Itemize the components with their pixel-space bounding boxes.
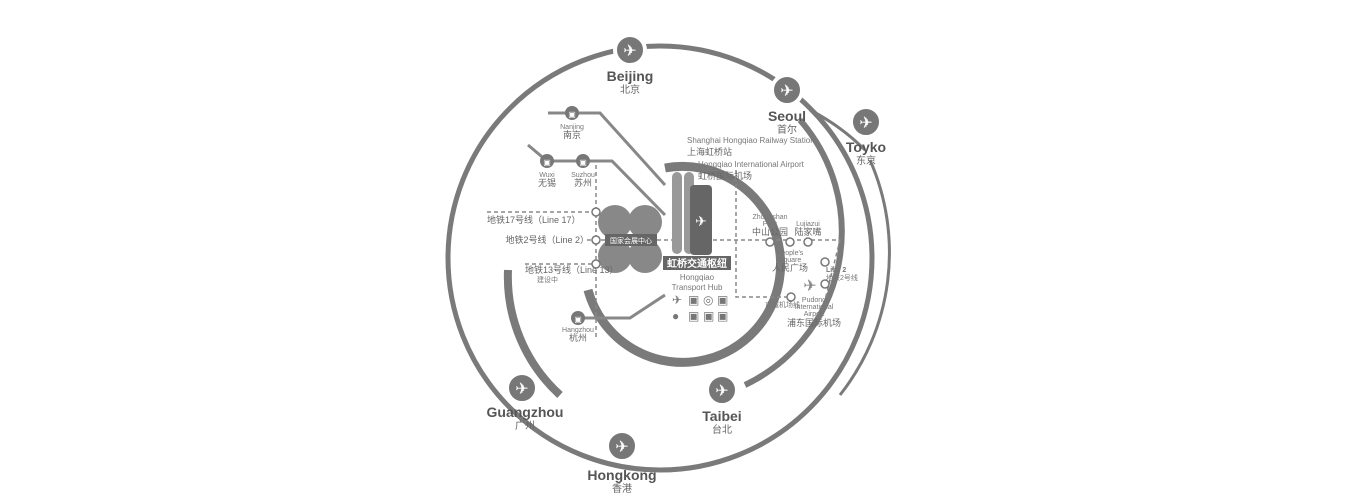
airport-seoul: ✈ Seoul 首尔 xyxy=(768,73,806,136)
airport-cn-label: 虹桥国际机场 xyxy=(698,170,752,181)
station-label: Suzhou xyxy=(571,172,595,179)
svg-text:香港: 香港 xyxy=(612,483,632,495)
airport-line-label: 市域机场线 xyxy=(765,300,800,309)
expo-label-bg xyxy=(605,234,657,246)
svg-text:Toyko: Toyko xyxy=(846,139,886,155)
stop-label: Lujiazui xyxy=(796,221,820,228)
inner-ring-right-arc xyxy=(743,118,845,388)
stop-label: Park xyxy=(763,221,778,228)
airport-taibei: ✈ Taibei 台北 xyxy=(702,373,742,436)
airport-hongkong: ✈ Hongkong 香港 xyxy=(587,429,657,495)
svg-text:●: ● xyxy=(672,309,679,323)
svg-text:▣: ▣ xyxy=(717,293,728,307)
airport-guangzhou: ✈ Guangzhou 广州 xyxy=(487,371,564,432)
svg-text:北京: 北京 xyxy=(620,83,640,96)
line13-label: 地铁13号线（Line 13） xyxy=(525,264,619,275)
svg-text:▣: ▣ xyxy=(574,315,582,324)
svg-text:台北: 台北 xyxy=(712,423,732,436)
line2-label: 地铁2号线（Line 2） xyxy=(505,234,589,245)
transport-mode-icons: ✈▣◎▣ ●▣▣▣ xyxy=(672,293,728,323)
metro-lines xyxy=(487,165,841,340)
svg-text:Taibei: Taibei xyxy=(702,408,741,424)
station-label: 南京 xyxy=(563,129,581,140)
stop-label: 中山公园 xyxy=(752,226,788,237)
plane-icon: ✈ xyxy=(623,43,636,60)
inner-ring-left-arc xyxy=(503,269,563,398)
line2-right-cn: 地铁2号线 xyxy=(826,273,858,282)
airport-beijing: ✈ Beijing 北京 xyxy=(607,33,654,96)
railway-cn-label: 上海虹桥站 xyxy=(687,146,732,157)
svg-text:▣: ▣ xyxy=(688,309,699,323)
stop-label: 人民广场 xyxy=(772,262,808,273)
stop-label: Pudong xyxy=(802,297,826,304)
station-label: Nanjing xyxy=(560,124,584,131)
plane-icon: ✈ xyxy=(695,213,707,229)
hub-en-label: Transport Hub xyxy=(672,283,723,292)
station-label: Hangzhou xyxy=(562,327,594,334)
stop-label: International xyxy=(795,304,834,311)
svg-text:Beijing: Beijing xyxy=(607,68,654,84)
plane-icon: ✈ xyxy=(515,381,528,398)
expo-center-icon xyxy=(598,205,662,273)
line2-right-en: Line 2 xyxy=(826,267,846,274)
svg-text:Seoul: Seoul xyxy=(768,108,806,124)
stop-label: Square xyxy=(779,257,802,264)
svg-text:◎: ◎ xyxy=(703,293,713,307)
station-label: Wuxi xyxy=(539,172,555,179)
seoul-tokyo-arc xyxy=(809,108,867,152)
stop-label: People's xyxy=(777,250,804,257)
svg-text:▣: ▣ xyxy=(703,309,714,323)
outer-ring xyxy=(445,43,875,473)
hub-arc xyxy=(583,161,786,367)
station-label: 苏州 xyxy=(574,177,592,188)
train-station-markers: ▣ ▣ ▣ ▣ xyxy=(540,106,590,325)
svg-text:首尔: 首尔 xyxy=(777,123,797,136)
svg-text:▣: ▣ xyxy=(717,309,728,323)
station-label: 无锡 xyxy=(538,178,556,188)
airport-en-label: Hongqiao International Airport xyxy=(698,160,805,169)
svg-text:广州: 广州 xyxy=(515,420,535,432)
railway-track-icon xyxy=(672,172,682,254)
svg-text:▣: ▣ xyxy=(568,110,576,119)
svg-text:▣: ▣ xyxy=(688,293,699,307)
svg-text:东京: 东京 xyxy=(856,154,876,167)
line17-label: 地铁17号线（Line 17） xyxy=(487,214,581,225)
pudong-plane-icon: ✈ xyxy=(803,278,816,295)
stop-label: 浦东国际机场 xyxy=(787,317,841,328)
stop-label: Zhongshan xyxy=(752,214,787,221)
svg-text:▣: ▣ xyxy=(543,158,551,167)
railway-en-label: Shanghai Hongqiao Railway Station xyxy=(687,136,815,145)
plane-icon: ✈ xyxy=(780,83,793,100)
tokyo-arc xyxy=(838,159,891,396)
svg-text:Hongkong: Hongkong xyxy=(587,467,656,483)
expo-label: 国家会展中心 xyxy=(610,236,652,245)
line13-note: 建设中 xyxy=(537,275,558,284)
station-label: 杭州 xyxy=(569,332,587,343)
stop-label: Airport xyxy=(804,311,825,318)
stop-label: 陆家嘴 xyxy=(794,226,821,237)
hongqiao-airport-terminal xyxy=(690,185,712,255)
hub-cn-label: 虹桥交通枢纽 xyxy=(667,257,727,270)
plane-icon: ✈ xyxy=(715,383,728,400)
svg-text:Guangzhou: Guangzhou xyxy=(487,404,564,420)
metro-stop-markers xyxy=(591,207,830,302)
plane-icon: ✈ xyxy=(615,439,628,456)
plane-icon: ✈ xyxy=(859,115,872,132)
airport-tokyo: ✈ Toyko 东京 xyxy=(846,105,886,167)
hub-en-label: Hongqiao xyxy=(680,273,715,282)
svg-text:✈: ✈ xyxy=(672,293,682,307)
svg-text:▣: ▣ xyxy=(579,158,587,167)
hub-label-bg xyxy=(663,256,731,270)
